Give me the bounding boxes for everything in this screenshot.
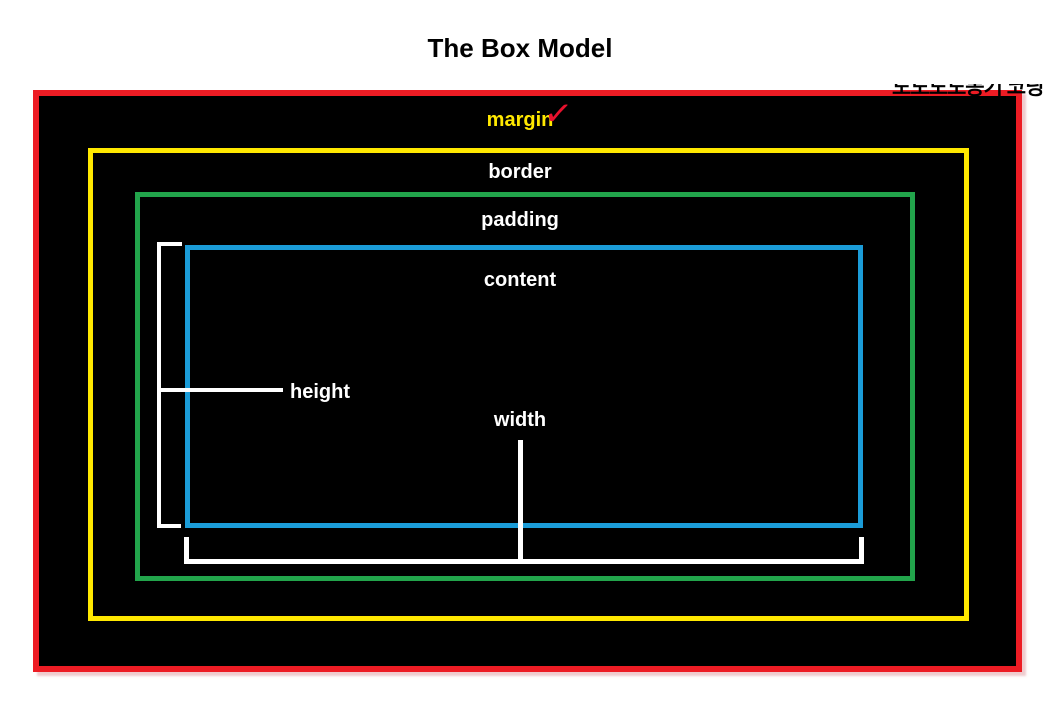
height-pointer-line (157, 388, 283, 392)
border-box (88, 148, 969, 621)
border-label: border (488, 161, 552, 183)
padding-label: padding (481, 209, 559, 231)
width-bracket-right-tick (859, 537, 864, 564)
padding-box (135, 192, 915, 581)
margin-label: margin (486, 109, 554, 131)
height-bracket-top-tick (157, 242, 182, 246)
watermark-text: 도도도도동기 코딩 (892, 84, 1044, 99)
width-bracket-horizontal-line (184, 559, 864, 564)
width-pointer-line (518, 440, 523, 564)
content-box (185, 245, 863, 528)
height-bracket-bottom-tick (157, 524, 181, 528)
height-bracket-vertical-line (157, 242, 161, 528)
content-label: content (483, 269, 557, 291)
width-label: width (493, 409, 547, 431)
checkmark-icon: ✓ (542, 93, 575, 135)
diagram-title: The Box Model (427, 33, 613, 63)
height-label: height (290, 381, 350, 403)
width-bracket-left-tick (184, 537, 189, 564)
margin-box (33, 90, 1022, 672)
watermark: 도도도도동기 코딩 (892, 84, 1048, 100)
